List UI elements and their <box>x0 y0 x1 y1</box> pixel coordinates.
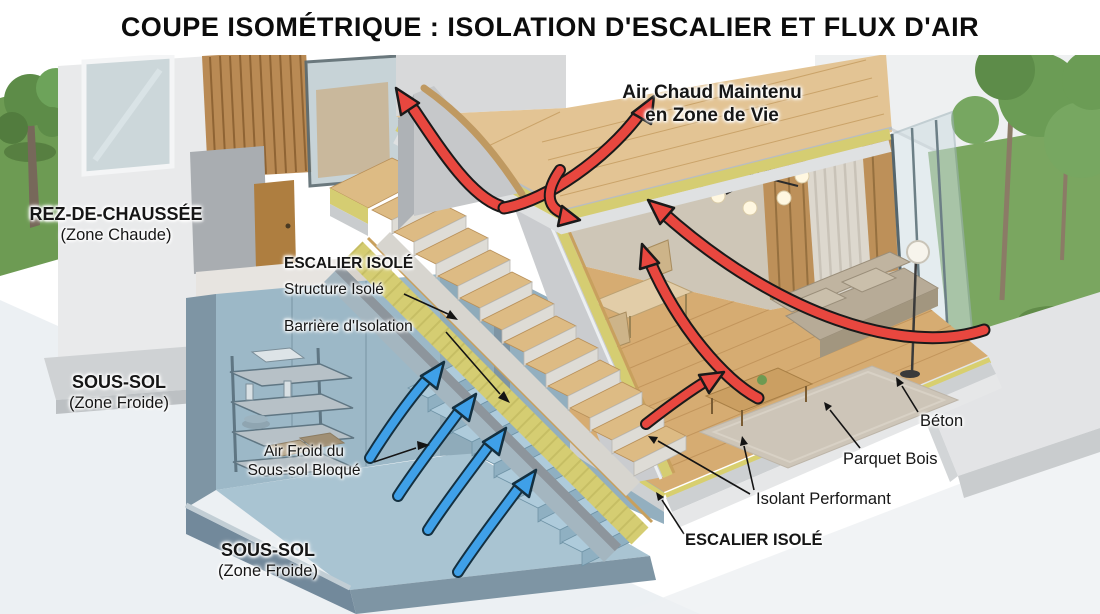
leader-parquet <box>829 409 861 449</box>
cold-air-arrow <box>452 468 538 578</box>
storage-bin <box>250 347 306 363</box>
entry-door <box>254 180 296 270</box>
tree-foliage <box>951 40 1100 178</box>
warm-air-arrow <box>640 370 726 430</box>
label-parquet-bois: Parquet Bois <box>843 450 938 468</box>
insulated-staircase <box>329 84 687 496</box>
floor-lamp <box>900 240 930 378</box>
label-basement-lower: SOUS-SOL (Zone Froide) <box>218 540 318 580</box>
leader-isolant-2 <box>657 440 751 495</box>
tree-trunk <box>999 91 1015 301</box>
warm-air-arrow <box>646 198 991 345</box>
jar <box>245 383 254 401</box>
label-basement-upper: SOUS-SOL (Zone Froide) <box>69 372 169 412</box>
title-bar: COUPE ISOMÉTRIQUE : ISOLATION D'ESCALIER… <box>0 0 1100 55</box>
leader-lines <box>373 293 919 535</box>
label-ground-floor: REZ-DE-CHAUSSÉE (Zone Chaude) <box>29 204 203 244</box>
label-cold-air: Air Froid du Sous-sol Bloqué <box>247 443 361 479</box>
leader-beton <box>901 385 919 413</box>
steel-stringer <box>334 264 622 552</box>
stair-parapet <box>414 86 524 216</box>
upper-wood-floor <box>396 54 892 214</box>
rug <box>698 365 960 469</box>
cushion <box>840 267 898 293</box>
basement-cut-wall <box>186 294 216 508</box>
warm-air-arrow <box>497 94 656 215</box>
label-warm-air: Air Chaud Maintenu en Zone de Vie <box>622 82 802 126</box>
concrete-column <box>190 146 268 274</box>
handrail <box>420 84 526 198</box>
label-escalier-isole: ESCALIER ISOLÉ <box>284 255 414 272</box>
warm-air-arrows <box>394 86 991 430</box>
warm-air-arrow <box>543 164 582 228</box>
cold-air-arrow <box>422 426 508 536</box>
storage-box <box>266 439 316 457</box>
basement-front-cut <box>186 508 356 614</box>
cold-air-arrow <box>364 360 446 464</box>
warm-air-arrow <box>394 86 507 213</box>
plant <box>757 375 767 385</box>
landing-insulation-edge <box>330 188 368 224</box>
label-structure-isole: Structure Isolé <box>284 281 384 298</box>
sofa <box>770 251 940 358</box>
terrace-edge <box>958 428 1100 498</box>
leader-isolant-1 <box>743 445 755 491</box>
jar <box>283 380 292 398</box>
coffee-table <box>704 367 814 426</box>
leader-air-froid <box>373 447 417 463</box>
shelving-unit <box>229 347 356 477</box>
cold-air-arrows <box>364 360 538 578</box>
label-isolant-performant: Isolant Performant <box>756 490 891 508</box>
warm-air-arrow <box>638 242 765 405</box>
label-escalier-isole-bottom: ESCALIER ISOLÉ <box>685 531 823 549</box>
page-title: COUPE ISOMÉTRIQUE : ISOLATION D'ESCALIER… <box>120 12 980 42</box>
label-barriere-isolation: Barrière d'Isolation <box>284 318 413 335</box>
stair-concrete-mass <box>376 232 640 496</box>
leader-barriere <box>445 331 501 395</box>
cold-air-arrow <box>392 392 478 502</box>
tree-trunk <box>27 116 40 228</box>
leader-escalier <box>661 499 685 535</box>
door-handle <box>285 223 291 229</box>
insulation-layer <box>345 241 649 545</box>
storage-box <box>298 432 346 449</box>
label-beton: Béton <box>920 412 964 430</box>
leader-structure-isole <box>403 293 449 315</box>
